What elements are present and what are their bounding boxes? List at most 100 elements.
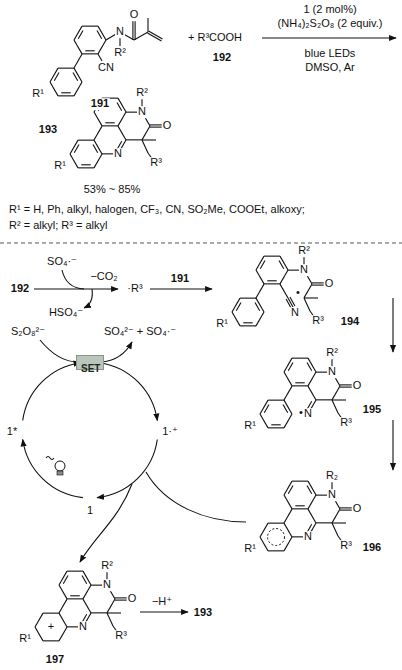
chem-label: O xyxy=(352,503,363,515)
bond xyxy=(260,414,268,428)
chem-label: N xyxy=(303,408,313,420)
chem-label: N xyxy=(78,621,88,633)
bond xyxy=(271,424,280,425)
bond xyxy=(82,26,98,27)
bond xyxy=(308,481,316,495)
chem-label: blue LEDs xyxy=(304,48,357,60)
reaction-arrow xyxy=(140,611,188,612)
bond xyxy=(83,599,91,613)
bond xyxy=(107,599,115,613)
bond xyxy=(284,481,292,495)
chem-label: 53% ~ 85% xyxy=(83,184,142,196)
chem-label: O xyxy=(129,9,140,21)
bond xyxy=(308,358,316,372)
bond xyxy=(260,260,265,268)
bond xyxy=(236,302,241,310)
chem-label: R² xyxy=(113,47,127,59)
curved-arrow xyxy=(84,289,92,308)
bond xyxy=(292,481,308,482)
chem-label: R³ xyxy=(339,417,353,429)
bond xyxy=(232,312,240,326)
bond xyxy=(340,387,352,388)
bond xyxy=(35,627,43,641)
bond xyxy=(94,154,102,168)
light-wave xyxy=(46,457,54,460)
chem-label: R³ xyxy=(339,540,353,552)
chem-label: N xyxy=(137,106,147,118)
bond xyxy=(304,298,310,311)
bond xyxy=(256,312,264,326)
bond xyxy=(288,485,293,493)
bond xyxy=(284,386,292,400)
bond xyxy=(118,98,126,112)
compound-number: 194 xyxy=(340,316,360,328)
light-bulb xyxy=(57,471,63,475)
chem-label: N xyxy=(290,307,300,319)
bond xyxy=(292,358,308,359)
bond xyxy=(97,30,102,38)
chem-label: N xyxy=(102,579,112,591)
bond xyxy=(63,575,68,583)
radical-ring xyxy=(268,529,285,546)
bond xyxy=(150,124,162,125)
bond xyxy=(83,571,91,585)
bond xyxy=(284,537,292,551)
bond xyxy=(288,362,293,370)
chem-label: R³ xyxy=(311,315,325,327)
bond xyxy=(67,598,83,599)
bond xyxy=(307,485,312,493)
curved-arrow xyxy=(80,484,132,562)
bond xyxy=(83,585,91,599)
bond xyxy=(58,95,74,96)
bond xyxy=(332,386,340,400)
cycle-arrow xyxy=(100,363,158,421)
bond xyxy=(340,510,352,511)
bond xyxy=(332,523,338,536)
separator-line xyxy=(0,243,402,244)
bond xyxy=(284,414,292,428)
compound-number: 197 xyxy=(45,654,65,666)
bond xyxy=(70,595,79,596)
bond xyxy=(94,140,102,154)
bond xyxy=(268,550,284,551)
bond xyxy=(82,575,87,583)
chem-label: 1 xyxy=(86,505,94,517)
cycle-arrow xyxy=(97,440,157,498)
chem-label: (NH₄)₂S₂O₈ (2 equiv.) xyxy=(277,18,384,30)
chem-label: R² xyxy=(100,560,114,572)
bond xyxy=(260,523,268,537)
bond xyxy=(74,82,82,96)
bond xyxy=(312,282,324,283)
chem-label: • xyxy=(298,407,304,419)
bond xyxy=(43,613,59,614)
bond xyxy=(43,640,59,641)
bond xyxy=(35,613,43,627)
bond xyxy=(256,270,264,284)
reaction-arrow xyxy=(392,420,393,470)
bond xyxy=(304,284,312,298)
bond xyxy=(308,386,316,400)
chem-label: R³ xyxy=(114,630,128,642)
note-text: R¹ = H, Ph, alkyl, halogen, CF₃, CN, SO₂… xyxy=(8,204,306,216)
bond xyxy=(232,298,240,312)
bond xyxy=(50,82,58,96)
cycle-arrow xyxy=(23,363,81,421)
bond xyxy=(85,50,94,51)
bond xyxy=(264,283,280,284)
bond xyxy=(54,72,59,80)
chem-label: ·R³ xyxy=(126,283,143,295)
bond xyxy=(243,322,252,323)
compound-number: 196 xyxy=(362,542,382,554)
bond xyxy=(94,112,102,126)
compound-number: 191 xyxy=(170,273,190,285)
bond xyxy=(58,68,74,69)
bond xyxy=(82,53,98,54)
bond xyxy=(340,507,352,508)
curved-arrow xyxy=(62,270,84,289)
bond xyxy=(292,508,308,509)
bond xyxy=(279,260,284,268)
chem-label: R¹ xyxy=(243,420,257,432)
reaction-arrow xyxy=(262,37,396,38)
bond xyxy=(74,40,82,54)
bond xyxy=(74,26,82,40)
